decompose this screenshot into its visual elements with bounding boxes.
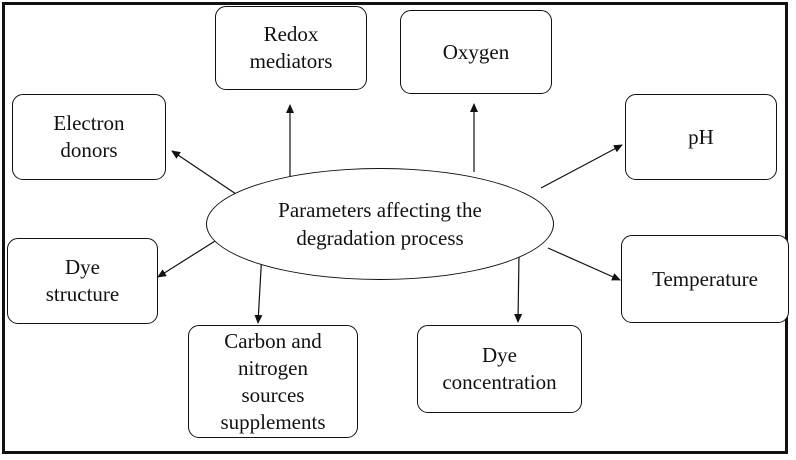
central-concept-ellipse: Parameters affecting the degradation pro… <box>206 168 554 280</box>
factor-dye-structure: Dye structure <box>7 238 158 324</box>
factor-carbon-nitrogen-sources: Carbon and nitrogen sources supplements <box>188 325 358 438</box>
factor-ph: pH <box>625 94 777 180</box>
arrow-to-electron-donors <box>171 150 237 195</box>
arrow-to-ph <box>540 144 623 189</box>
factor-dye-concentration: Dye concentration <box>417 325 582 413</box>
arrow-to-dye-structure <box>157 235 224 278</box>
factor-electron-donors: Electron donors <box>12 94 166 180</box>
factor-oxygen: Oxygen <box>400 10 552 94</box>
arrow-to-temperature <box>547 247 621 281</box>
arrow-to-dye-concentration <box>514 253 523 323</box>
factor-temperature: Temperature <box>621 235 789 323</box>
outer-frame <box>2 2 788 454</box>
factor-redox-mediators: Redox mediators <box>215 6 367 90</box>
